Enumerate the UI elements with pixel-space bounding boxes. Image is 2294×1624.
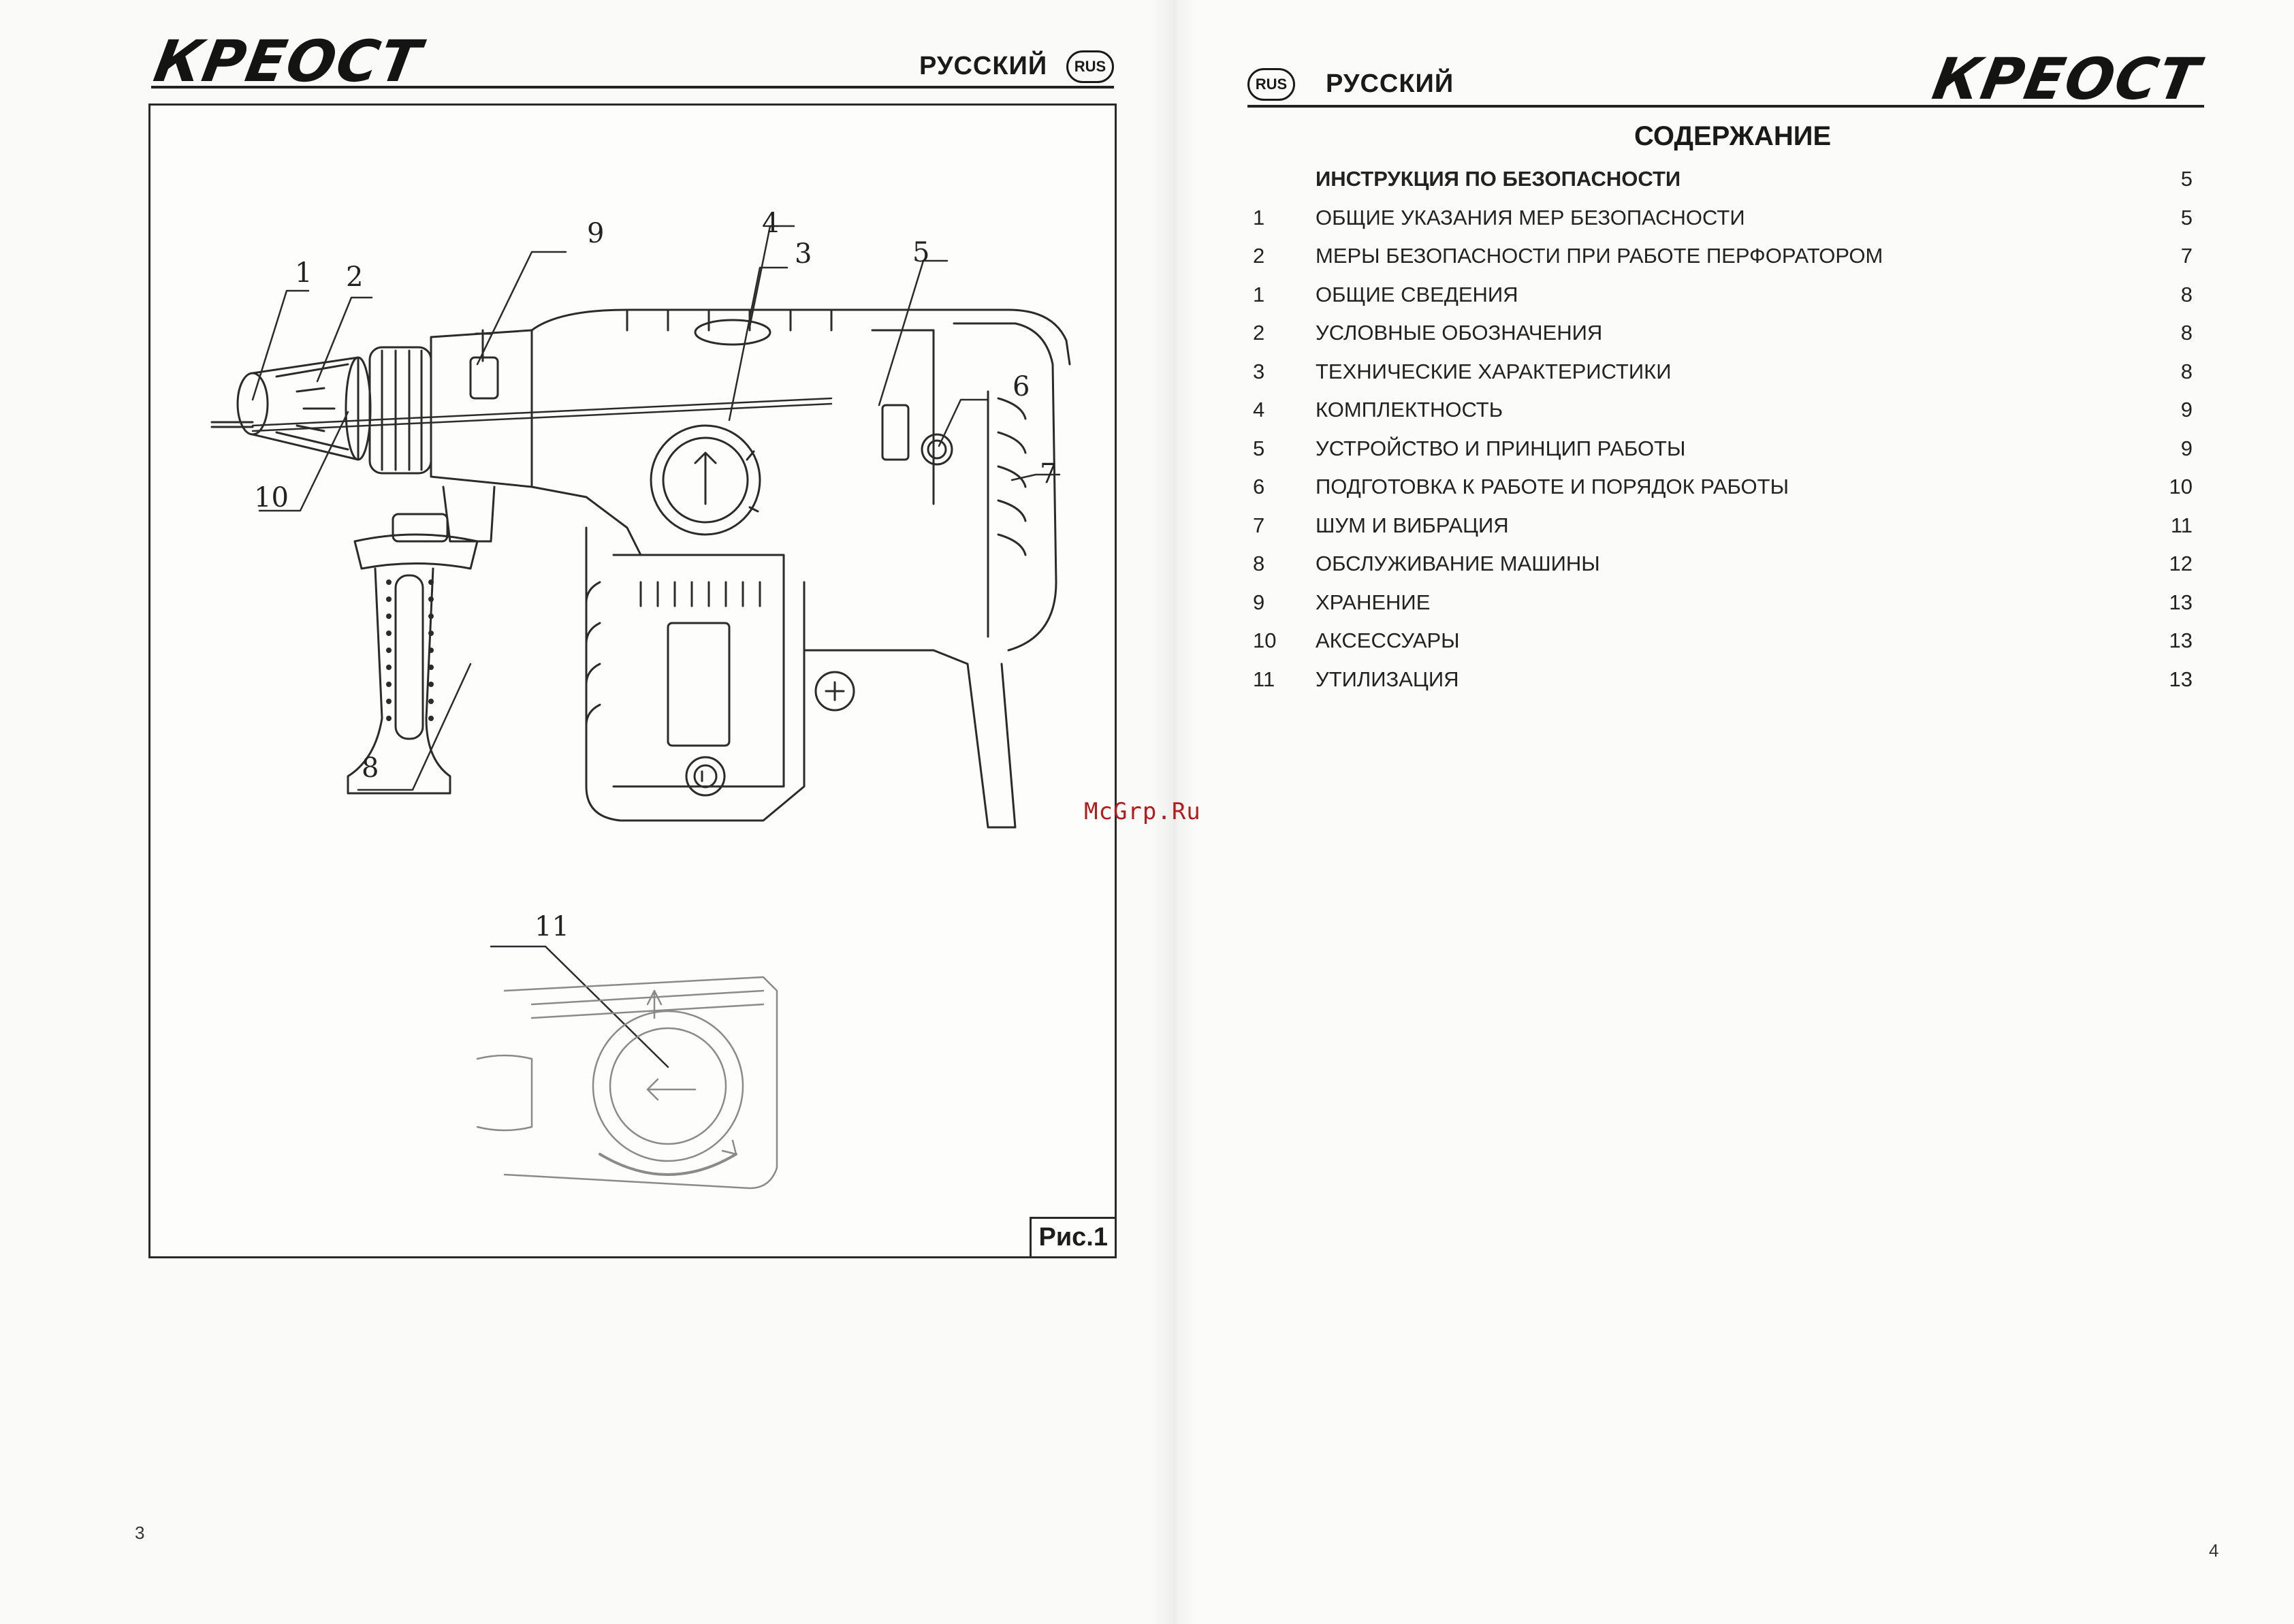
figure-caption: Рис.1 bbox=[1030, 1217, 1117, 1258]
toc-row-title: ОБЩИЕ УКАЗАНИЯ МЕР БЕЗОПАСНОСТИ bbox=[1316, 205, 1745, 229]
toc-row: 3 ТЕХНИЧЕСКИЕ ХАРАКТЕРИСТИКИ 8 bbox=[1253, 353, 2193, 392]
language-label-left: РУССКИЙ bbox=[919, 52, 1048, 80]
toc-row: 4 КОМПЛЕКТНОСТЬ 9 bbox=[1253, 391, 2193, 430]
toc-row-page: 13 bbox=[2169, 667, 2193, 691]
toc-row-title: КОМПЛЕКТНОСТЬ bbox=[1316, 398, 1503, 421]
toc-row-title: ОБСЛУЖИВАНИЕ МАШИНЫ bbox=[1316, 552, 1600, 575]
callout-number: 4 bbox=[762, 208, 780, 239]
toc-row-page: 9 bbox=[2180, 398, 2193, 421]
page-number-right: 4 bbox=[2209, 1540, 2219, 1561]
callout-number: 5 bbox=[912, 237, 930, 268]
toc-row: ИНСТРУКЦИЯ ПО БЕЗОПАСНОСТИ 5 bbox=[1253, 160, 2193, 199]
toc-row-page: 8 bbox=[2180, 282, 2193, 306]
rotary-hammer-illustration bbox=[210, 225, 1071, 1190]
toc-row-title: МЕРЫ БЕЗОПАСНОСТИ ПРИ РАБОТЕ ПЕРФОРАТОРО… bbox=[1316, 244, 1883, 268]
language-badge-right: RUS bbox=[1247, 68, 1295, 101]
toc-row: 6 ПОДГОТОВКА К РАБОТЕ И ПОРЯДОК РАБОТЫ 10 bbox=[1253, 468, 2193, 507]
toc-row: 11 УТИЛИЗАЦИЯ 13 bbox=[1253, 660, 2193, 699]
toc-row-title: УСТРОЙСТВО И ПРИНЦИП РАБОТЫ bbox=[1316, 436, 1686, 460]
toc-row-number: 3 bbox=[1253, 359, 1265, 383]
toc-row-number: 2 bbox=[1253, 321, 1265, 345]
brand-logo-right: КРЕОСТ bbox=[1928, 46, 2205, 112]
callout-number: 9 bbox=[587, 218, 605, 249]
brand-logo-left: КРЕОСТ bbox=[149, 28, 427, 95]
toc-row-number: 6 bbox=[1253, 475, 1265, 498]
toc-row-title: ШУМ И ВИБРАЦИЯ bbox=[1316, 513, 1509, 537]
callout-number: 11 bbox=[535, 911, 569, 942]
toc-row-title: АКСЕССУАРЫ bbox=[1316, 628, 1460, 652]
callout-number: 7 bbox=[1040, 458, 1057, 490]
left-page: КРЕОСТ РУССКИЙ RUS bbox=[135, 28, 1117, 1543]
toc-row-title: УТИЛИЗАЦИЯ bbox=[1316, 667, 1459, 691]
toc-row-number: 8 bbox=[1253, 552, 1265, 575]
toc-row-page: 5 bbox=[2180, 205, 2193, 229]
toc-row-number: 1 bbox=[1253, 282, 1265, 306]
toc-row-page: 13 bbox=[2169, 628, 2193, 652]
watermark: McGrp.Ru bbox=[1084, 798, 1201, 825]
toc-row-page: 11 bbox=[2170, 513, 2193, 537]
toc-row-number: 10 bbox=[1253, 628, 1277, 652]
toc-row-title: ТЕХНИЧЕСКИЕ ХАРАКТЕРИСТИКИ bbox=[1316, 359, 1672, 383]
toc-row: 5 УСТРОЙСТВО И ПРИНЦИП РАБОТЫ 9 bbox=[1253, 430, 2193, 468]
toc-row-number: 1 bbox=[1253, 205, 1265, 229]
callout-number: 10 bbox=[254, 482, 289, 513]
callout-number: 8 bbox=[362, 752, 379, 784]
page-number-left: 3 bbox=[135, 1523, 145, 1543]
toc-row: 1 ОБЩИЕ СВЕДЕНИЯ 8 bbox=[1253, 276, 2193, 315]
callout-number: 1 bbox=[295, 257, 313, 289]
toc-row: 8 ОБСЛУЖИВАНИЕ МАШИНЫ 12 bbox=[1253, 545, 2193, 584]
figure-box: Рис.1 bbox=[148, 104, 1117, 1258]
toc-row-page: 8 bbox=[2180, 359, 2193, 383]
toc-row-page: 12 bbox=[2169, 552, 2193, 575]
toc-row-number: 9 bbox=[1253, 590, 1265, 614]
toc-row-title: ПОДГОТОВКА К РАБОТЕ И ПОРЯДОК РАБОТЫ bbox=[1316, 475, 1789, 498]
toc-row-page: 7 bbox=[2180, 244, 2193, 268]
callout-number: 3 bbox=[795, 238, 812, 270]
header-rule-left bbox=[151, 86, 1114, 89]
toc-row-number: 11 bbox=[1253, 667, 1275, 691]
header-rule-right bbox=[1247, 105, 2204, 108]
toc-title: СОДЕРЖАНИЕ bbox=[1634, 121, 1832, 151]
toc-row-page: 9 bbox=[2180, 436, 2193, 460]
toc-row-page: 10 bbox=[2169, 475, 2193, 498]
toc-row-number: 2 bbox=[1253, 244, 1265, 268]
toc-row-title: УСЛОВНЫЕ ОБОЗНАЧЕНИЯ bbox=[1316, 321, 1603, 345]
table-of-contents: ИНСТРУКЦИЯ ПО БЕЗОПАСНОСТИ 5 1 ОБЩИЕ УКАЗАН… bbox=[1253, 160, 2193, 699]
language-label-right: РУССКИЙ bbox=[1326, 69, 1454, 98]
toc-row-page: 13 bbox=[2169, 590, 2193, 614]
toc-row: 2 МЕРЫ БЕЗОПАСНОСТИ ПРИ РАБОТЕ ПЕРФОРАТОР… bbox=[1253, 237, 2193, 276]
toc-row-number: 7 bbox=[1253, 513, 1265, 537]
right-page: RUS РУССКИЙ КРЕОСТ 4 bbox=[1175, 0, 2294, 1624]
callout-number: 6 bbox=[1013, 371, 1030, 402]
callout-number: 2 bbox=[346, 261, 364, 293]
toc-row: 7 ШУМ И ВИБРАЦИЯ 11 bbox=[1253, 507, 2193, 545]
toc-row-page: 8 bbox=[2180, 321, 2193, 345]
toc-row: 1 ОБЩИЕ УКАЗАНИЯ МЕР БЕЗОПАСНОСТИ 5 bbox=[1253, 199, 2193, 238]
toc-row: 9 ХРАНЕНИЕ 13 bbox=[1253, 584, 2193, 622]
toc-row: 10 АКСЕССУАРЫ 13 bbox=[1253, 622, 2193, 660]
toc-row-title: ИНСТРУКЦИЯ ПО БЕЗОПАСНОСТИ bbox=[1316, 167, 1681, 191]
toc-row-number: 5 bbox=[1253, 436, 1265, 460]
page-gutter bbox=[1151, 0, 1198, 1624]
toc-row: 2 УСЛОВНЫЕ ОБОЗНАЧЕНИЯ 8 bbox=[1253, 314, 2193, 353]
toc-row-page: 5 bbox=[2180, 167, 2193, 191]
language-badge-left: RUS bbox=[1066, 50, 1114, 83]
toc-row-number: 4 bbox=[1253, 398, 1265, 421]
toc-row-title: ХРАНЕНИЕ bbox=[1316, 590, 1431, 614]
toc-row-title: ОБЩИЕ СВЕДЕНИЯ bbox=[1316, 282, 1518, 306]
